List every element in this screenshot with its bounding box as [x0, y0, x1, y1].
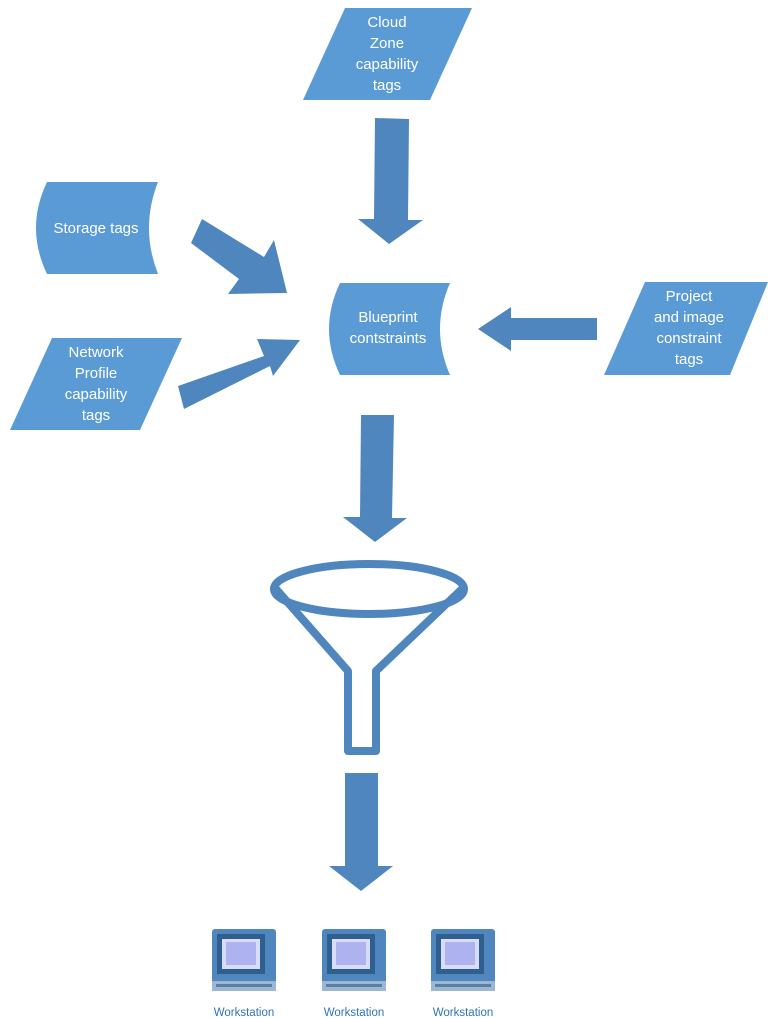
cloud-zone-label-line-2: Zone — [370, 35, 404, 52]
network-label-line-3: capability — [65, 386, 128, 403]
arrow-cloud-to-blueprint — [358, 118, 423, 244]
network-label-line-4: tags — [82, 407, 110, 424]
cloud-zone-label-line-1: Cloud — [367, 14, 406, 31]
cloud-zone-capability-tags-node: Cloud Zone capability tags — [303, 8, 472, 100]
project-label-line-4: tags — [675, 351, 703, 368]
blueprint-label-line-2: contstraints — [350, 330, 427, 347]
blueprint-constraints-node: Blueprint contstraints — [329, 283, 450, 375]
project-label-line-1: Project — [666, 288, 714, 305]
funnel-icon — [270, 560, 468, 755]
blueprint-label-line-1: Blueprint — [358, 309, 418, 326]
project-label-line-3: constraint — [656, 330, 722, 347]
project-image-constraint-tags-node: Project and image constraint tags — [604, 282, 768, 375]
workstation-label: Workstation — [324, 1007, 385, 1018]
arrow-storage-to-blueprint — [191, 219, 287, 294]
workstation-3: Workstation — [431, 929, 495, 1018]
project-label-line-2: and image — [654, 309, 724, 326]
cloud-zone-label-line-3: capability — [356, 56, 419, 73]
workstation-icon — [212, 929, 276, 991]
workstation-icon — [431, 929, 495, 991]
arrow-project-to-blueprint — [478, 307, 597, 351]
workstation-label: Workstation — [433, 1007, 494, 1018]
network-profile-capability-tags-node: Network Profile capability tags — [10, 338, 182, 430]
arrow-network-to-blueprint — [178, 339, 300, 409]
workstation-2: Workstation — [322, 929, 386, 1018]
network-label-line-1: Network — [68, 344, 124, 361]
storage-tags-label: Storage tags — [53, 220, 138, 237]
workstation-icon — [322, 929, 386, 991]
workstation-label: Workstation — [214, 1007, 275, 1018]
workstation-1: Workstation — [212, 929, 276, 1018]
arrow-funnel-to-workstations — [329, 773, 393, 891]
network-label-line-2: Profile — [75, 365, 118, 382]
cloud-zone-label-line-4: tags — [373, 77, 401, 94]
storage-tags-node: Storage tags — [36, 182, 158, 274]
arrow-blueprint-to-funnel — [343, 415, 407, 542]
